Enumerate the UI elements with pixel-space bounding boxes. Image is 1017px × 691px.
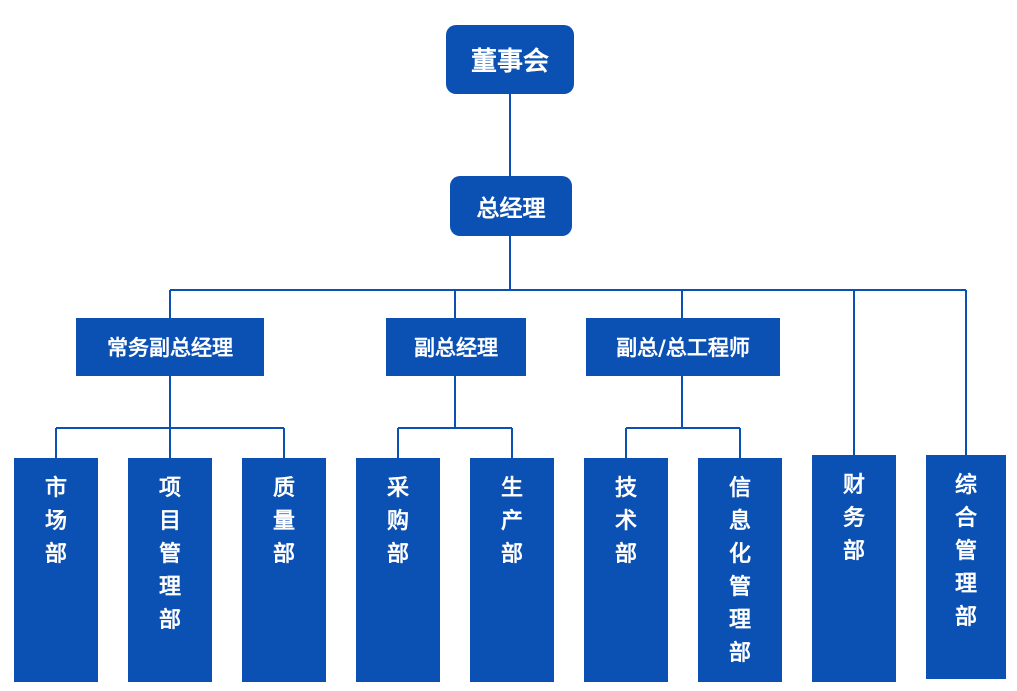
vp-label: 副总/总工程师 bbox=[616, 336, 750, 360]
dept-label: 生产部 bbox=[501, 472, 523, 571]
dept-label-char: 技 bbox=[614, 476, 637, 501]
dept-label-char: 管 bbox=[728, 575, 751, 600]
dept-label: 信息化管理部 bbox=[729, 472, 751, 670]
dept-label-char: 综 bbox=[954, 473, 977, 498]
dept-node-quality: 质量部 bbox=[242, 458, 326, 682]
dept-label-char: 生 bbox=[500, 476, 523, 501]
dept-label-char: 管 bbox=[158, 542, 181, 567]
vp-node-chief-engineer: 副总/总工程师 bbox=[586, 318, 780, 376]
dept-label-char: 部 bbox=[954, 605, 977, 630]
dept-node-it-management: 信息化管理部 bbox=[698, 458, 782, 682]
dept-label-char: 务 bbox=[842, 506, 865, 531]
dept-label: 质量部 bbox=[273, 472, 295, 571]
dept-label-char: 项 bbox=[158, 476, 181, 501]
dept-label-char: 息 bbox=[728, 509, 751, 534]
dept-label: 财务部 bbox=[843, 469, 865, 568]
dept-node-market: 市场部 bbox=[14, 458, 98, 682]
dept-label-char: 理 bbox=[954, 572, 977, 597]
dept-label-char: 部 bbox=[386, 542, 409, 567]
dept-node-project: 项目管理部 bbox=[128, 458, 212, 682]
dept-label: 项目管理部 bbox=[159, 472, 181, 637]
dept-label-char: 部 bbox=[158, 608, 181, 633]
dept-label-char: 市 bbox=[44, 476, 67, 501]
dept-label-char: 量 bbox=[272, 509, 295, 534]
dept-label: 采购部 bbox=[387, 472, 409, 571]
dept-label-char: 管 bbox=[954, 539, 977, 564]
dept-label-char: 采 bbox=[386, 476, 409, 501]
dept-label-char: 购 bbox=[386, 509, 409, 534]
dept-label-char: 目 bbox=[158, 509, 181, 534]
dept-label-char: 部 bbox=[500, 542, 523, 567]
dept-node-tech: 技术部 bbox=[584, 458, 668, 682]
dept-label-char: 部 bbox=[614, 542, 637, 567]
general-manager-node: 总经理 bbox=[450, 176, 572, 236]
board-node: 董事会 bbox=[446, 25, 574, 94]
dept-label-char: 质 bbox=[272, 476, 295, 501]
dept-label-char: 术 bbox=[614, 509, 637, 534]
dept-label-char: 化 bbox=[728, 542, 751, 567]
dept-label-char: 部 bbox=[842, 539, 865, 564]
general-manager-label: 总经理 bbox=[476, 196, 546, 222]
dept-node-production: 生产部 bbox=[470, 458, 554, 682]
vp-label: 常务副总经理 bbox=[107, 336, 233, 360]
dept-label-char: 信 bbox=[728, 476, 751, 501]
dept-label: 综合管理部 bbox=[955, 469, 977, 634]
dept-node-finance: 财务部 bbox=[812, 455, 896, 682]
dept-label-char: 部 bbox=[728, 641, 751, 666]
dept-node-purchase: 采购部 bbox=[356, 458, 440, 682]
vp-node-executive: 常务副总经理 bbox=[76, 318, 264, 376]
dept-node-admin: 综合管理部 bbox=[926, 455, 1006, 679]
dept-label: 技术部 bbox=[615, 472, 637, 571]
dept-label-char: 财 bbox=[842, 473, 865, 498]
board-label: 董事会 bbox=[470, 47, 549, 77]
dept-label-char: 产 bbox=[500, 509, 523, 534]
vp-node-deputy: 副总经理 bbox=[386, 318, 526, 376]
dept-label-char: 理 bbox=[158, 575, 181, 600]
dept-label-char: 理 bbox=[728, 608, 751, 633]
dept-label: 市场部 bbox=[45, 472, 67, 571]
vp-label: 副总经理 bbox=[414, 336, 498, 360]
dept-label-char: 场 bbox=[44, 509, 67, 534]
dept-label-char: 合 bbox=[954, 506, 977, 531]
dept-label-char: 部 bbox=[272, 542, 295, 567]
dept-label-char: 部 bbox=[44, 542, 67, 567]
